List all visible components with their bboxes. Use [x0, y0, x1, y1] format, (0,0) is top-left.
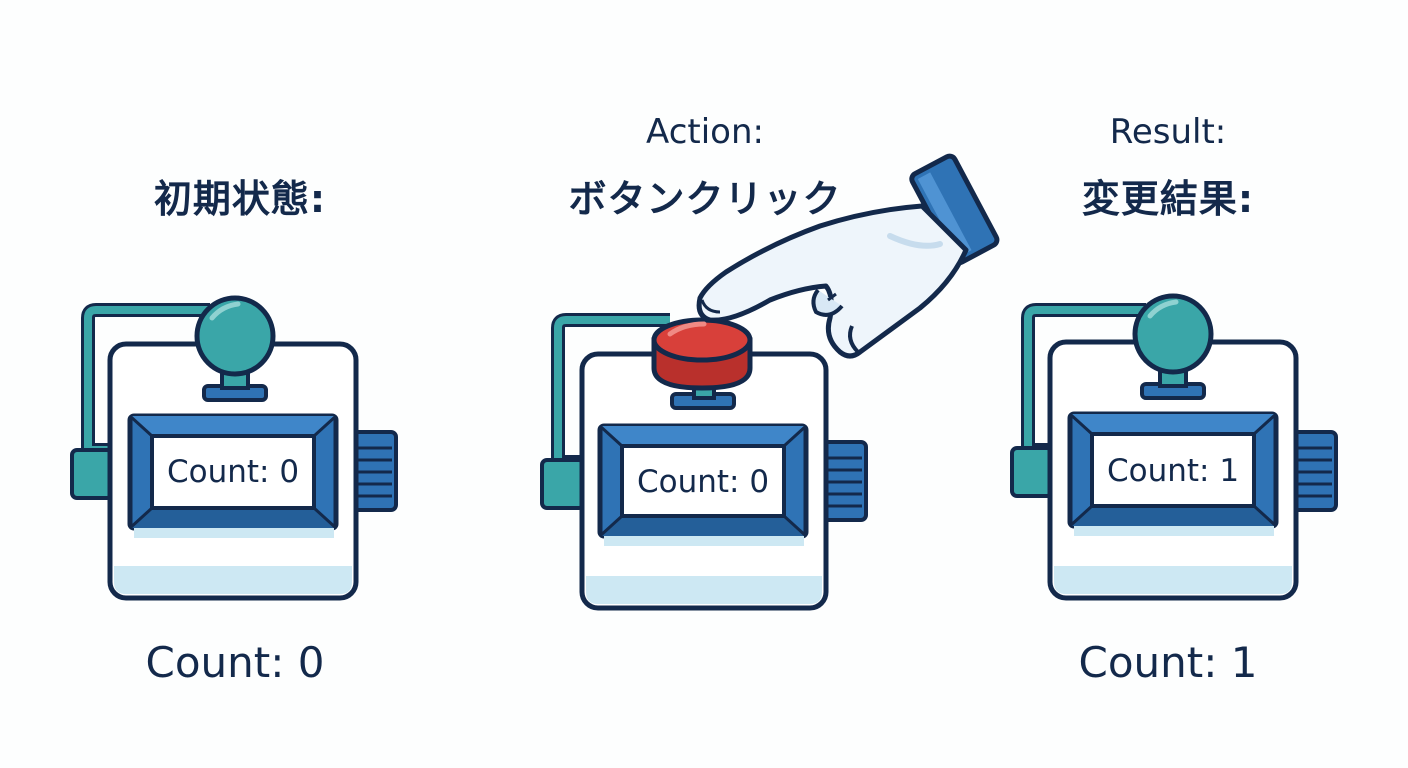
result-title-line1: Result:: [1109, 112, 1227, 152]
initial-caption: Count: 0: [145, 638, 325, 687]
result-title-line2: 変更結果:: [1081, 177, 1255, 221]
initial-display-text: Count: 0: [167, 454, 299, 490]
result-caption: Count: 1: [1078, 638, 1258, 687]
tally-counter-icon: Count: 0: [540, 313, 868, 611]
tally-counter-icon: Count: 0: [70, 295, 398, 601]
panel-action: Action: ボタンクリック: [470, 0, 1000, 768]
panel-result: Result: 変更結果:: [940, 0, 1400, 768]
result-display-text: Count: 1: [1107, 453, 1239, 489]
initial-title: 初期状態:: [153, 177, 327, 221]
tally-counter-icon: Count: 1: [1010, 293, 1338, 601]
red-push-button-icon: [651, 317, 753, 391]
action-display-text: Count: 0: [637, 464, 769, 500]
panel-initial: 初期状態:: [0, 0, 460, 768]
action-title-line1: Action:: [646, 112, 764, 152]
